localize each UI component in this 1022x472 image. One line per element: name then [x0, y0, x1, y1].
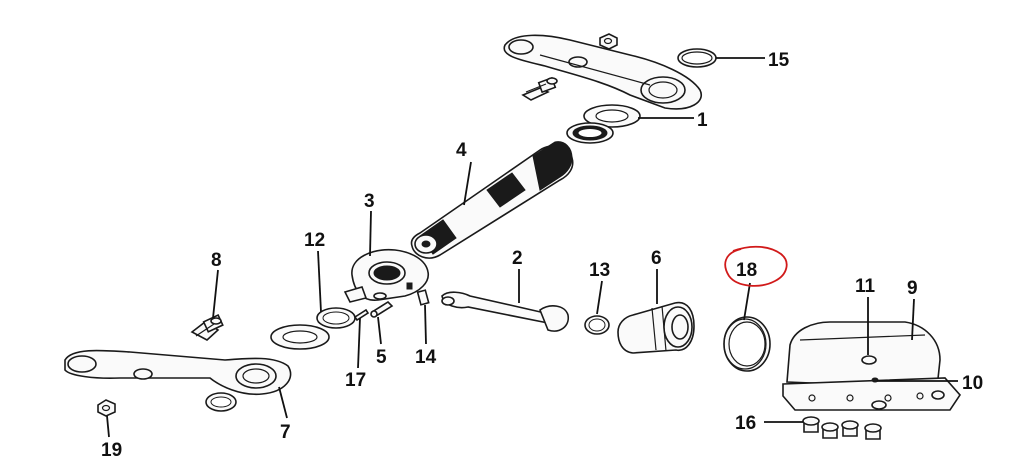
label-5: 5 [376, 347, 387, 368]
screws-16 [802, 416, 882, 440]
label-15: 15 [768, 50, 790, 71]
cover-housing-9 [782, 321, 962, 411]
label-18: 18 [736, 260, 757, 281]
label-13: 13 [589, 260, 610, 281]
bearing-ring [566, 122, 614, 144]
upper-steering-arm [503, 34, 703, 110]
bolt-2 [441, 291, 570, 332]
lower-steering-arm-7 [64, 349, 292, 396]
nut-19 [97, 399, 116, 417]
seal-ring-12 [316, 307, 356, 329]
pin-14 [416, 289, 430, 306]
king-pin-shaft-4 [410, 141, 574, 259]
label-6: 6 [651, 248, 662, 269]
label-16: 16 [735, 413, 756, 434]
seal-ring-15 [677, 48, 717, 68]
label-12: 12 [304, 230, 325, 251]
lower-ball-stud-8 [190, 314, 224, 341]
label-1: 1 [697, 110, 708, 131]
upper-ball-stud [521, 76, 558, 101]
upper-nut [599, 33, 618, 50]
label-9: 9 [907, 278, 918, 299]
lower-arm-seal [205, 392, 237, 412]
ring-13 [584, 315, 610, 335]
label-10: 10 [962, 373, 983, 394]
callout-labels: 15 1 4 3 12 8 2 13 6 18 11 9 5 14 17 10 … [101, 50, 983, 461]
label-7: 7 [280, 422, 291, 443]
label-19: 19 [101, 440, 122, 461]
seal-ring-18 [723, 316, 771, 372]
bushing-6 [617, 301, 695, 354]
label-14: 14 [415, 347, 437, 368]
label-8: 8 [211, 250, 222, 271]
label-4: 4 [456, 140, 467, 161]
lower-thrust-washer [270, 324, 330, 350]
leader-lines [106, 57, 958, 438]
thrust-washer-1 [583, 104, 641, 128]
label-2: 2 [512, 248, 523, 269]
highlight-circle [724, 245, 788, 287]
pin-17 [353, 308, 370, 322]
label-11: 11 [855, 276, 876, 297]
label-17: 17 [345, 370, 366, 391]
pin-5 [370, 300, 394, 318]
label-3: 3 [364, 191, 375, 212]
knuckle-housing-3 [343, 248, 430, 303]
